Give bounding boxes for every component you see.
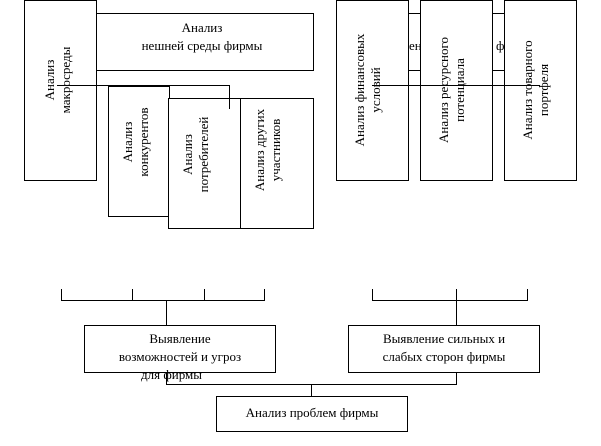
right-bracket-tick-3 <box>527 289 528 301</box>
left-bracket-tick-2 <box>132 289 133 301</box>
macro-environment-label: Анализ макросреды <box>42 46 73 114</box>
strengths-weaknesses-box <box>348 325 540 373</box>
right-bracket-tick-1 <box>372 289 373 301</box>
consumers-box <box>168 98 242 229</box>
external-environment-header-box <box>90 13 314 71</box>
financial-conditions-label: Анализ финансовых условий <box>352 33 383 147</box>
product-portfolio-box <box>504 0 577 181</box>
opportunities-threats-line2: возможностей и угроз <box>118 349 242 364</box>
external-environment-header-line2: нешней среды фирмы <box>141 38 263 53</box>
left-bracket-tick-3 <box>204 289 205 301</box>
financial-conditions-box <box>336 0 409 181</box>
right-bracket-stem <box>456 300 457 325</box>
right-bracket-tick-2 <box>456 289 457 301</box>
left-bracket-stem <box>166 300 167 325</box>
opportunities-threats-box <box>84 325 276 373</box>
product-portfolio-label: Анализ товарного портфеля <box>520 40 551 140</box>
external-environment-header-line1: Анализ <box>181 20 223 35</box>
strengths-weaknesses-line1: Выявление сильных и <box>382 331 506 346</box>
competitors-label: Анализ конкурентов <box>120 107 151 177</box>
resource-potential-label: Анализ ресурсного потенциала <box>436 37 467 143</box>
left-bracket-tick-4 <box>264 289 265 301</box>
problems-analysis-box <box>216 396 408 432</box>
resource-potential-box <box>420 0 493 181</box>
bottom-connector-left-stem <box>166 373 167 385</box>
left-connector-v <box>229 85 230 109</box>
strengths-weaknesses-line2: слабых сторон фирмы <box>382 349 506 364</box>
other-participants-box <box>240 98 314 229</box>
opportunities-threats-line3: для фирмы <box>141 367 202 382</box>
macro-environment-box <box>24 0 97 181</box>
left-bracket-h <box>61 300 265 301</box>
consumers-label: Анализ потребителей <box>180 116 211 193</box>
problems-analysis-label: Анализ проблем фирмы <box>245 405 379 420</box>
right-bracket-h <box>372 300 528 301</box>
internal-header-fragment-right: ф <box>496 38 505 53</box>
other-participants-label: Анализ других участников <box>252 108 283 192</box>
left-bracket-tick-1 <box>61 289 62 301</box>
competitors-box <box>108 86 170 217</box>
opportunities-threats-line1: Выявление <box>149 331 211 346</box>
left-connector-h <box>57 85 230 86</box>
bottom-connector-center-stem <box>311 384 312 396</box>
right-connector-h <box>372 85 540 86</box>
bottom-connector-right-stem <box>456 373 457 385</box>
internal-header-fragment-left: ен <box>409 38 422 53</box>
